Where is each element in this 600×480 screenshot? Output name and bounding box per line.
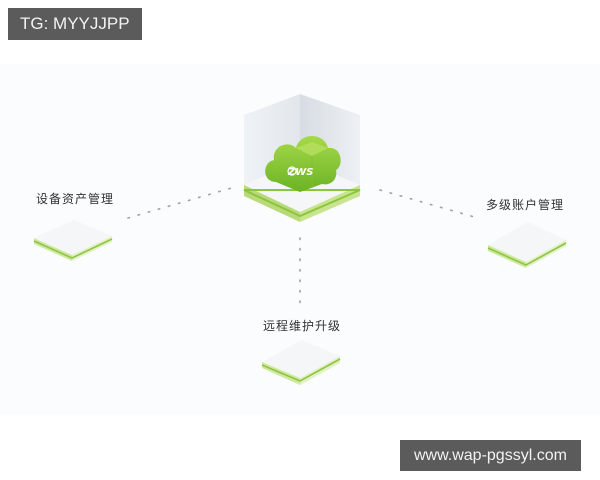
watermark-bottom: www.wap-pgssyl.com — [400, 440, 581, 471]
node-tile-remote-maintenance — [261, 340, 341, 385]
node-tile-account-management — [487, 222, 567, 268]
central-platform-box: ZWS — [243, 94, 361, 222]
cloud-icon: ZWS — [265, 136, 341, 192]
node-label-account-management: 多级账户管理 — [486, 198, 565, 212]
connector-lines — [127, 186, 479, 306]
node-tile-asset-management — [33, 220, 113, 261]
zws-logo: ZWS — [287, 167, 313, 178]
node-label-asset-management: 设备资产管理 — [36, 192, 115, 206]
node-label-remote-maintenance: 远程维护升级 — [263, 319, 342, 333]
watermark-top: TG: MYYJJPP — [8, 8, 142, 40]
